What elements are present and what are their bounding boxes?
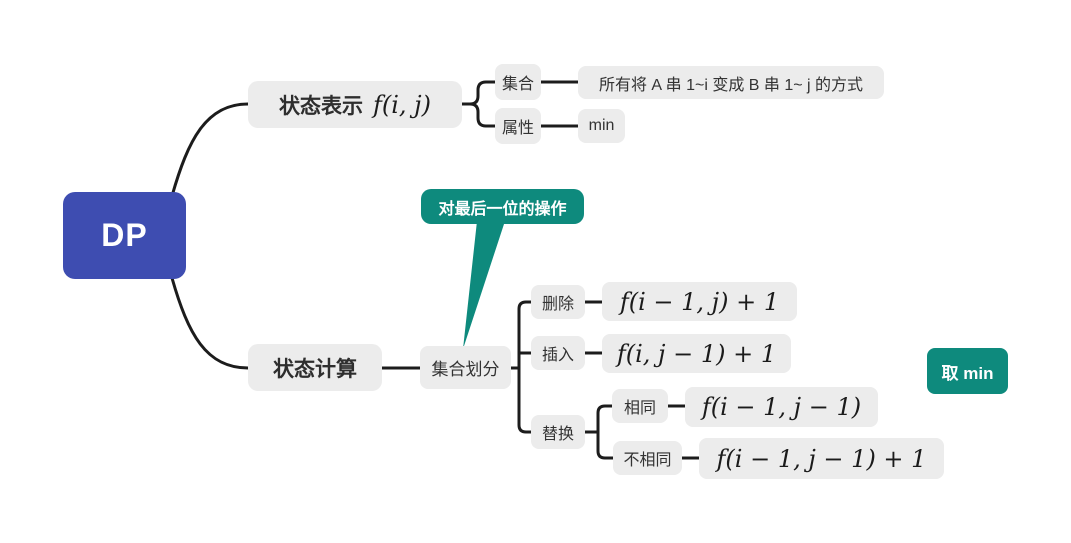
delete-formula-text: f(i − 1, j) + 1 [619, 287, 780, 316]
node-same-formula[interactable]: f(i − 1, j − 1) [685, 387, 878, 427]
node-set[interactable]: 集合 [495, 64, 541, 100]
node-different[interactable]: 不相同 [613, 441, 682, 475]
node-delete[interactable]: 删除 [531, 285, 585, 319]
node-attribute[interactable]: 属性 [495, 108, 541, 144]
connector-root-state-calculation [170, 276, 250, 370]
connector-partition-bracket [517, 300, 533, 434]
node-replace[interactable]: 替换 [531, 415, 585, 449]
node-delete-formula[interactable]: f(i − 1, j) + 1 [602, 282, 797, 321]
state-representation-formula: f(i, j) [373, 90, 431, 119]
different-formula-text: f(i − 1, j − 1) + 1 [716, 444, 927, 473]
connector-repr-attribute [460, 102, 497, 128]
insert-formula-text: f(i, j − 1) + 1 [616, 339, 777, 368]
connector-repr-set [460, 80, 497, 106]
connector-replace-bracket [596, 404, 615, 460]
node-insert[interactable]: 插入 [531, 336, 585, 370]
state-representation-label: 状态表示 [279, 94, 363, 118]
connector-root-state-representation [170, 102, 250, 198]
root-node-dp[interactable]: DP [63, 192, 186, 279]
callout-tail [463, 221, 505, 349]
node-state-calculation[interactable]: 状态计算 [248, 344, 382, 391]
callout-last-digit-operation[interactable]: 对最后一位的操作 [421, 189, 584, 224]
same-formula-text: f(i − 1, j − 1) [701, 393, 862, 421]
node-take-min[interactable]: 取 min [927, 348, 1008, 394]
node-set-partition[interactable]: 集合划分 [420, 346, 511, 389]
node-same[interactable]: 相同 [612, 389, 668, 423]
node-different-formula[interactable]: f(i − 1, j − 1) + 1 [699, 438, 944, 479]
node-insert-formula[interactable]: f(i, j − 1) + 1 [602, 334, 791, 373]
node-attribute-min[interactable]: min [578, 109, 625, 143]
node-state-representation[interactable]: 状态表示 f(i, j) [248, 81, 462, 128]
state-calculation-label: 状态计算 [273, 357, 357, 381]
node-set-description[interactable]: 所有将 A 串 1~i 变成 B 串 1~ j 的方式 [578, 66, 884, 99]
